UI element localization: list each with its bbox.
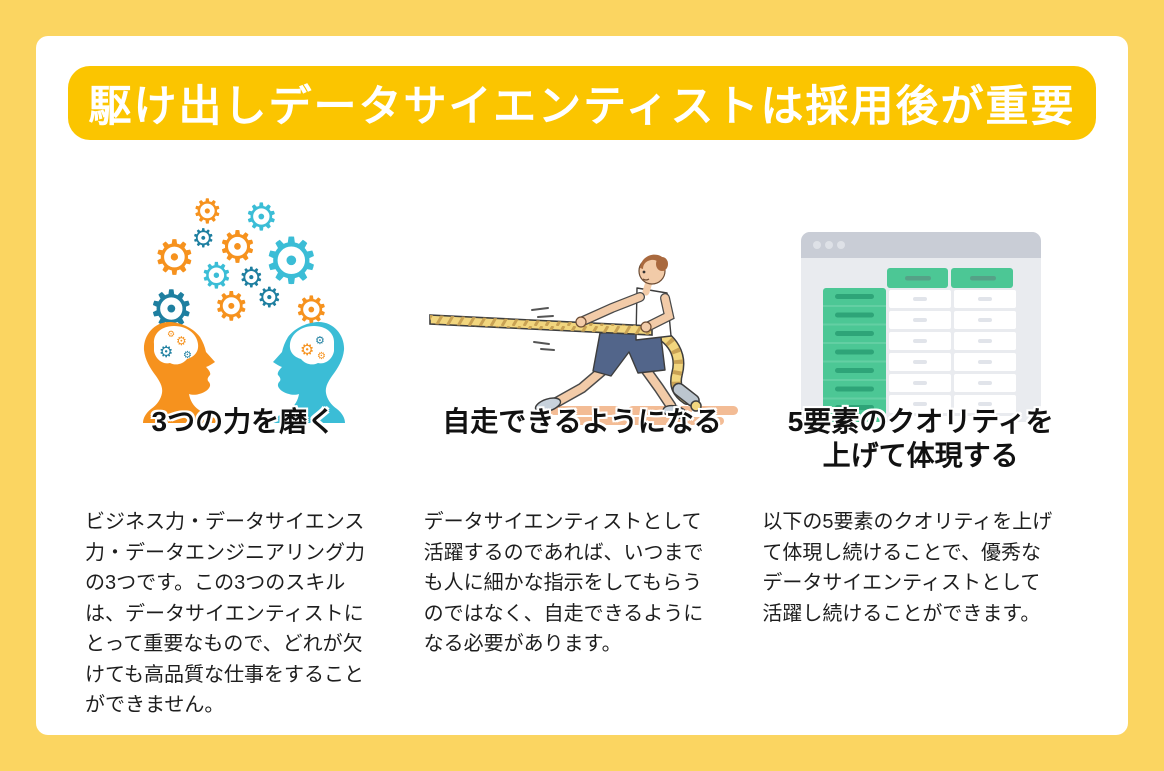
gear-icon: ⚙ xyxy=(262,225,321,299)
spreadsheet-window-illustration xyxy=(800,232,1041,422)
column-body-text: ビジネス力・データサイエンス力・データエンジニアリング力の3つです。この3つのス… xyxy=(85,511,365,716)
title-bar xyxy=(800,232,1041,258)
gear-icon: ⚙ xyxy=(152,230,196,286)
gear-icon: ⚙ xyxy=(217,222,258,273)
heading-line: 上げて体現する xyxy=(822,440,1019,471)
orange-head xyxy=(143,321,222,423)
man-pulling-rope-illustration xyxy=(428,254,738,425)
gear-icon: ⚙ xyxy=(244,195,279,239)
window-dots-icon xyxy=(812,241,845,249)
gear-icon: ⚙ xyxy=(213,284,250,330)
column-heading: 自走できるようになる xyxy=(424,405,741,439)
columns-row: ⚙ ⚙ ⚙ ⚙ ⚙ ⚙ ⚙ ⚙ ⚙ ⚙ ⚙ ⚙ xyxy=(85,185,1079,735)
two-heads-gears-illustration: ⚙ ⚙ ⚙ ⚙ ⚙ ⚙ ⚙ ⚙ ⚙ ⚙ ⚙ ⚙ xyxy=(93,185,393,423)
rope-tail xyxy=(643,323,702,412)
column-self-driven: 自走できるようになる データサイエンティストとして活躍するのであれば、いつまでも… xyxy=(424,185,741,735)
svg-text:⚙: ⚙ xyxy=(167,330,175,340)
table-left-column xyxy=(822,288,886,422)
column-heading: 5要素のクオリティを 上げて体現する xyxy=(762,405,1079,473)
heading-line: 3つの力を磨く xyxy=(151,406,336,437)
svg-text:⚙: ⚙ xyxy=(159,342,173,361)
column-body-text: 以下の5要素のクオリティを上げて体現し続けることで、優秀なデータサイエンティスト… xyxy=(762,511,1053,625)
rope xyxy=(428,314,653,336)
svg-text:⚙: ⚙ xyxy=(300,340,314,359)
gear-icon: ⚙ xyxy=(192,192,223,232)
heading-line: 自走できるようになる xyxy=(442,406,722,437)
column-body-text: データサイエンティストとして活躍するのであれば、いつまでも人に細かな指示をしても… xyxy=(423,511,704,655)
svg-text:⚙: ⚙ xyxy=(317,351,326,362)
gear-icon: ⚙ xyxy=(191,224,215,254)
head xyxy=(638,254,668,296)
gear-icon: ⚙ xyxy=(238,261,264,294)
shoes xyxy=(534,397,688,420)
svg-text:⚙: ⚙ xyxy=(176,334,187,348)
svg-text:⚙: ⚙ xyxy=(315,334,325,347)
column-heading: 3つの力を磨く xyxy=(85,405,402,439)
table-header-row xyxy=(886,268,1013,288)
gear-icon: ⚙ xyxy=(200,256,233,297)
column-three-skills: ⚙ ⚙ ⚙ ⚙ ⚙ ⚙ ⚙ ⚙ ⚙ ⚙ ⚙ ⚙ xyxy=(85,185,402,735)
svg-text:⚙: ⚙ xyxy=(183,350,192,361)
heading-line: 5要素のクオリティを xyxy=(787,406,1054,437)
page-title: 駆け出しデータサイエンティストは採用後が重要 xyxy=(88,83,1076,131)
profile-heads-graphic: ⚙ ⚙ ⚙ ⚙ ⚙ ⚙ ⚙ xyxy=(143,321,346,423)
arms xyxy=(575,292,675,333)
table-cells xyxy=(888,290,1016,422)
brain-shape xyxy=(154,326,199,365)
brain-shape xyxy=(290,326,335,365)
teal-head xyxy=(267,321,346,423)
column-five-elements: 5要素のクオリティを 上げて体現する 以下の5要素のクオリティを上げて体現し続け… xyxy=(762,185,1079,735)
speed-lines xyxy=(530,307,555,351)
brain-gear-icons: ⚙ ⚙ ⚙ ⚙ ⚙ ⚙ ⚙ xyxy=(159,330,326,362)
gear-icon: ⚙ xyxy=(256,281,282,314)
title-banner: 駆け出しデータサイエンティストは採用後が重要 xyxy=(68,66,1096,140)
content-sheet: 駆け出しデータサイエンティストは採用後が重要 ⚙ ⚙ ⚙ ⚙ ⚙ ⚙ ⚙ ⚙ ⚙… xyxy=(36,36,1128,735)
ground-shadow xyxy=(541,406,738,425)
